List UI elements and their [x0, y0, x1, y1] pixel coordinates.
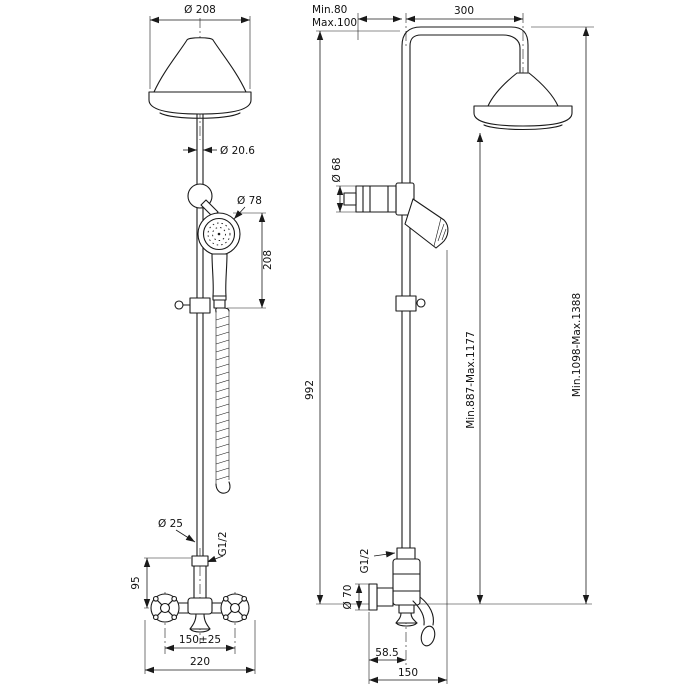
dim-front-thread: G1/2 — [217, 531, 229, 556]
handshower-handle — [211, 253, 228, 309]
dim-riser-top-diameter: Ø 20.6 — [220, 145, 255, 157]
side-showerhead — [473, 72, 573, 130]
dim-head-diameter: Ø 208 — [184, 4, 216, 16]
dim-escutcheon-diameter: Ø 70 — [342, 585, 354, 610]
dim-valve-height: 95 — [130, 576, 142, 589]
dim-handshower-diameter: Ø 78 — [237, 195, 262, 207]
handshower-cradle — [404, 198, 449, 249]
shower-hose — [215, 307, 231, 494]
dim-arm-length: 300 — [454, 5, 474, 17]
front-dimensions — [143, 16, 266, 674]
dim-side-thread: G1/2 — [359, 548, 371, 573]
slider-clamp — [174, 297, 211, 314]
dim-head-height-range: Min.887-Max.1177 — [465, 331, 477, 429]
lever-handle — [412, 596, 436, 647]
dim-handshower-length: 208 — [262, 250, 274, 270]
left-cross-handle — [150, 593, 180, 623]
dim-diverter-diameter: Ø 68 — [331, 158, 343, 183]
right-cross-handle — [220, 593, 250, 623]
dim-wall-offset-min: Min.80 — [312, 4, 347, 16]
handshower-holder — [187, 183, 219, 218]
dim-riser-diameter: Ø 25 — [158, 518, 183, 530]
side-slider — [395, 295, 426, 312]
side-view: Min.80 Max.100 300 Ø 68 992 Min.887-Max.… — [304, 4, 594, 684]
side-dimensions — [316, 13, 594, 684]
front-showerhead — [148, 37, 252, 119]
front-mixer-valve — [178, 555, 222, 633]
dim-column-height: 992 — [304, 380, 316, 400]
dim-wall-to-axis: 58.5 — [375, 647, 398, 659]
dim-total-height-range: Min.1098-Max.1388 — [571, 293, 583, 397]
front-riser-pipe — [196, 113, 204, 557]
dim-inlet-spacing: 150±25 — [179, 634, 221, 646]
diverter-assembly — [343, 182, 415, 216]
dim-wall-offset-max: Max.100 — [312, 17, 357, 29]
side-mixer-valve — [368, 547, 421, 627]
dim-depth: 150 — [398, 667, 418, 679]
handshower-head — [197, 212, 241, 256]
front-view: Ø 208 Ø 20.6 Ø 78 208 Ø 25 G1/2 95 150±2… — [130, 4, 274, 674]
dim-overall-width: 220 — [190, 656, 210, 668]
